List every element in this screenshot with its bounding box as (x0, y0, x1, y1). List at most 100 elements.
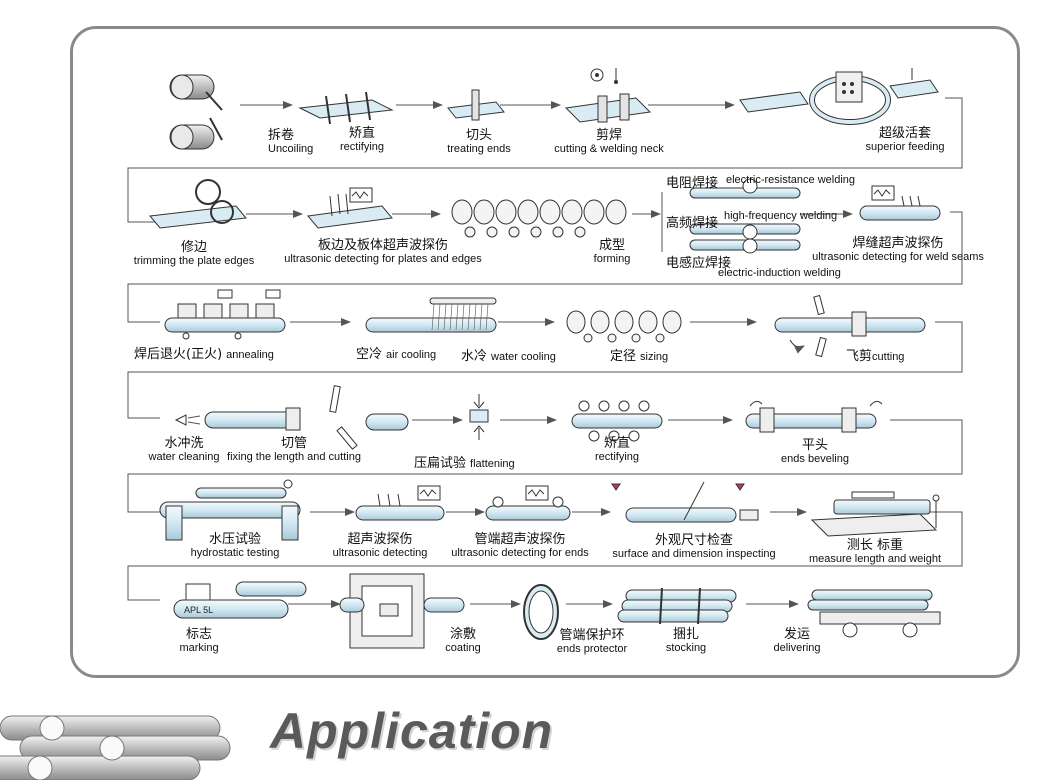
step-ultrasonic-detecting: 超声波探伤 ultrasonic detecting (333, 532, 428, 560)
cutting-pipe-illustration (285, 385, 409, 450)
step-label-en: ends beveling (781, 453, 849, 465)
step-label-en: surface and dimension inspecting (612, 548, 776, 560)
step-label-en: flattening (470, 458, 515, 470)
step-label-zh: 板边及板体超声波探伤 (317, 238, 448, 253)
step-label-zh: 水冷 (461, 349, 488, 364)
step-coating: 涂敷 coating (445, 627, 480, 655)
step-label-zh: 矫直 (348, 126, 375, 141)
step-label-en: cutting (872, 351, 905, 363)
step-water-cleaning: 水冲洗 water cleaning (149, 436, 220, 464)
step-label-en: water cooling (491, 351, 556, 363)
step-label-zh: 拆卷 (268, 128, 295, 143)
marking-illustration (173, 581, 307, 619)
delivering-illustration (807, 589, 941, 638)
step-label-en: cutting & welding neck (554, 143, 664, 155)
step-label-zh: 捆扎 (672, 627, 700, 642)
hf-welding-zh: 高频焊接 (666, 216, 719, 231)
step-stocking: 捆扎 stocking (666, 627, 706, 655)
superior-feeding-illustration (739, 68, 939, 125)
step-label-zh: 水冲洗 (164, 436, 204, 451)
rectifying-illustration-2 (571, 400, 663, 442)
step-label-en: rectifying (594, 451, 640, 463)
step-label-en: ultrasonic detecting for plates and edge… (284, 253, 482, 265)
forming-illustration (451, 199, 627, 238)
step-cutting-welding: 剪焊 cutting & welding neck (554, 128, 663, 156)
application-title: Application (270, 703, 554, 759)
step-label-zh: 发运 (783, 627, 810, 642)
step-label-en: annealing (226, 349, 274, 361)
step-label-en: hydrostatic testing (190, 547, 280, 559)
step-label-zh: 成型 (598, 238, 625, 253)
trimming-illustration (149, 179, 247, 229)
step-label-en: ultrasonic detecting for weld seams (812, 251, 984, 263)
step-surface-inspecting: 外观尺寸检查 surface and dimension inspecting (612, 533, 775, 561)
ends-ultrasonic-illustration (485, 485, 571, 521)
step-label-en: treating ends (447, 143, 511, 155)
step-label-en: sizing (640, 351, 669, 363)
ends-beveling-illustration (745, 400, 883, 433)
step-flying-cutting: 飞剪cutting (846, 345, 904, 364)
hydrostatic-testing-illustration (159, 479, 301, 541)
uncoiling-illustration (169, 74, 223, 150)
step-label-zh: 压扁试验 (414, 456, 467, 471)
step-label-en: marking (179, 642, 219, 654)
ultrasonic-detecting-illustration (355, 485, 445, 521)
step-label-zh: 飞剪 (846, 349, 873, 364)
step-cutting-pipe: 切管 fixing the length and cutting (227, 436, 361, 464)
cooling-illustration (365, 297, 497, 333)
step-label-en: trimming the plate edges (133, 255, 255, 267)
annealing-illustration (164, 289, 286, 340)
step-label-zh: 空冷 (356, 347, 383, 362)
step-label-en: measure length and weight (808, 553, 942, 565)
step-label-en: rectifying (339, 141, 385, 153)
step-ultrasonic-plates: 板边及板体超声波探伤 ultrasonic detecting for plat… (284, 238, 482, 266)
step-label-en: ultrasonic detecting (332, 547, 428, 559)
step-label-en: air cooling (386, 349, 437, 361)
rectifying-illustration-1 (298, 91, 394, 125)
stocking-illustration (617, 587, 737, 625)
step-hydrostatic-testing: 水压试验 hydrostatic testing (191, 532, 280, 560)
ultrasonic-plates-illustration (307, 187, 393, 229)
step-label-zh: 焊缝超声波探伤 (852, 236, 944, 251)
diagram-frame (70, 26, 1020, 678)
step-marking: 标志 marking (179, 627, 218, 655)
resistance-welding-zh: 电阻焊接 (666, 176, 719, 191)
marking-stamp-text: APL 5L (184, 605, 214, 615)
step-label-zh: 外观尺寸检查 (654, 533, 734, 548)
application-pipes-graphic (0, 715, 231, 780)
step-label-zh: 标志 (185, 627, 212, 642)
step-weld-seam-ultrasonic: 焊缝超声波探伤 ultrasonic detecting for weld se… (812, 236, 984, 264)
step-rectifying-1: 矫直 rectifying (340, 126, 384, 154)
induction-welding-en: electric-induction welding (718, 267, 841, 279)
step-label-zh: 剪焊 (595, 128, 623, 143)
step-ends-ultrasonic: 管端超声波探伤 ultrasonic detecting for ends (451, 532, 589, 560)
induction-welding-zh: 电感应焊接 (666, 256, 732, 271)
step-annealing: 焊后退火(正火)annealing (134, 343, 274, 362)
step-label-zh: 矫直 (603, 436, 630, 451)
step-label-en: forming (593, 253, 631, 265)
step-label-zh: 测长 标重 (846, 538, 904, 553)
weld-seam-ultrasonic-illustration (859, 185, 941, 221)
flattening-illustration (469, 394, 489, 440)
step-label-zh: 超级活套 (878, 126, 932, 141)
water-cleaning-illustration (174, 411, 296, 429)
ends-protector-illustration (523, 584, 559, 640)
step-measure-weight: 测长 标重 measure length and weight (809, 538, 941, 566)
coating-illustration (339, 573, 465, 649)
step-label-zh: 涂敷 (449, 627, 477, 642)
step-trimming: 修边 trimming the plate edges (134, 240, 254, 268)
step-superior-feeding: 超级活套 superior feeding (866, 126, 945, 154)
hf-welding-en: high-frequency welding (724, 210, 838, 222)
flow-arrows (240, 101, 853, 608)
step-label-zh: 焊后退火(正火) (134, 347, 223, 362)
step-label-zh: 超声波探伤 (347, 532, 413, 547)
step-label-en: coating (445, 642, 481, 654)
surface-inspecting-illustration (611, 481, 759, 523)
step-label-en: superior feeding (865, 141, 945, 153)
step-forming: 成型 forming (594, 238, 631, 266)
step-treating-ends: 切头 treating ends (447, 128, 511, 156)
